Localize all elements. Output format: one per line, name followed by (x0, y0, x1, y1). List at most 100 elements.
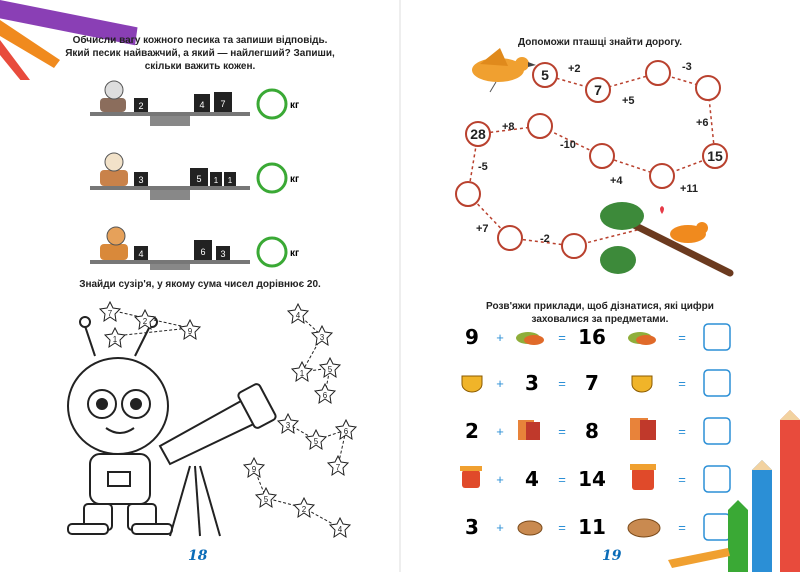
equation-row-3: 2 + = 8 = (465, 417, 731, 445)
star-number: 2 (302, 505, 307, 514)
svg-text:-2: -2 (540, 233, 550, 245)
constellation-3: 3 5 6 7 (276, 412, 358, 477)
path-circles (455, 60, 728, 259)
svg-text:=: = (678, 472, 686, 487)
scale-base (150, 116, 190, 126)
right-page: Допоможи пташці знайти дорогу. 5 7 28 15 (400, 0, 800, 572)
weight-block (194, 94, 210, 112)
path-operations: +2 -3 +5 +6 +8 -10 -5 +4 +11 +7 -2 (476, 61, 709, 245)
answer-box (703, 465, 731, 493)
svg-text:16: 16 (578, 325, 606, 349)
svg-text:=: = (558, 330, 566, 345)
svg-text:=: = (678, 330, 686, 345)
equations-grid: 9 + = 16 = + 3 = 7 = 2 + = 8 = (460, 323, 731, 541)
page-number-left: 18 (188, 548, 208, 564)
jam-jar-icon (630, 464, 656, 490)
svg-text:=: = (558, 376, 566, 391)
star-number: 3 (320, 333, 325, 342)
svg-text:=: = (558, 424, 566, 439)
slippers-icon (516, 332, 544, 345)
answer-circle (256, 88, 288, 120)
star-number: 9 (252, 465, 257, 474)
star-number: 2 (143, 317, 148, 326)
task-title-bird-path: Допоможи пташці знайти дорогу. (517, 37, 682, 48)
pie-icon (627, 518, 661, 538)
svg-text:+: + (496, 424, 504, 439)
weight-label: 4 (199, 100, 204, 110)
equation-row-5: 3 + = 11 = (465, 513, 731, 541)
weight-label: 1 (228, 176, 233, 185)
star-number: 9 (188, 327, 193, 336)
scale-base (150, 264, 190, 270)
svg-text:+: + (496, 472, 504, 487)
unit-label: кг (290, 248, 299, 259)
scale-beam (90, 186, 250, 190)
pencils-decoration-bottom-right (668, 410, 800, 572)
weight-block (216, 246, 230, 260)
star-number: 3 (286, 421, 291, 430)
star-number: 5 (314, 437, 319, 446)
svg-text:9: 9 (465, 325, 479, 349)
teacup-icon (461, 375, 483, 393)
scales-group: 2 4 7 кг 3 5 1 1 кг (90, 80, 299, 270)
weight-label: 1 (214, 176, 219, 185)
branch-with-bird (600, 202, 734, 277)
constellation-2: 4 3 1 5 6 (286, 302, 342, 405)
svg-text:11: 11 (578, 515, 606, 539)
weight-label: 6 (200, 247, 205, 257)
svg-text:8: 8 (585, 419, 599, 443)
equation-row-4: + 4 = 14 = (460, 464, 731, 493)
svg-text:+7: +7 (476, 223, 489, 235)
jam-jar-icon (460, 466, 482, 488)
constellation-illustration: 7 2 9 1 4 3 1 5 6 3 5 6 (67, 300, 358, 539)
weight-label: 3 (138, 175, 143, 185)
svg-text:-3: -3 (682, 61, 692, 73)
dog-head (104, 152, 124, 172)
scale-row-1: 2 4 7 кг (90, 80, 299, 126)
heart-icon (660, 206, 664, 214)
star-number: 7 (108, 309, 113, 318)
star-number: 7 (336, 463, 341, 472)
answer-box (703, 369, 731, 397)
answer-box (703, 323, 731, 351)
path-number: 7 (594, 82, 602, 98)
equation-row-1: 9 + = 16 = (465, 323, 731, 351)
answer-circle (256, 236, 288, 268)
task-title-constellations: Знайди сузір'я, у якому сума чисел дорів… (79, 279, 321, 290)
book-spine (399, 0, 401, 572)
star-number: 5 (264, 495, 269, 504)
svg-text:2: 2 (465, 419, 479, 443)
star-number: 6 (344, 427, 349, 436)
svg-text:=: = (678, 520, 686, 535)
svg-text:=: = (558, 472, 566, 487)
weight-block (190, 168, 208, 186)
svg-text:-10: -10 (560, 139, 576, 151)
teacup-icon (631, 375, 653, 393)
star-number: 5 (328, 365, 333, 374)
svg-text:3: 3 (525, 371, 539, 395)
answer-box (703, 417, 731, 445)
scale-row-2: 3 5 1 1 кг (90, 152, 299, 200)
books-icon (630, 418, 656, 440)
scale-row-3: 4 6 3 кг (90, 226, 299, 270)
svg-text:+: + (496, 376, 504, 391)
bird-icon (472, 48, 536, 93)
pencils-decoration-top-left (0, 0, 138, 80)
svg-text:+: + (496, 520, 504, 535)
weight-block (214, 92, 232, 112)
scale-base (150, 190, 190, 200)
weight-block (224, 172, 236, 186)
telescope-illustration (158, 383, 277, 537)
slippers-icon (628, 332, 656, 345)
weight-label: 4 (138, 249, 143, 259)
svg-text:3: 3 (465, 515, 479, 539)
svg-text:7: 7 (585, 371, 599, 395)
scale-beam (90, 112, 250, 116)
svg-text:4: 4 (525, 467, 539, 491)
weight-label: 7 (220, 99, 225, 109)
task-title-weights: Обчисли вагу кожного песика та запиши ві… (65, 35, 335, 72)
constellation-1: 7 2 9 1 (98, 300, 202, 349)
weight-label: 5 (196, 174, 201, 184)
weight-block (194, 240, 212, 260)
weight-label: 3 (220, 249, 225, 259)
